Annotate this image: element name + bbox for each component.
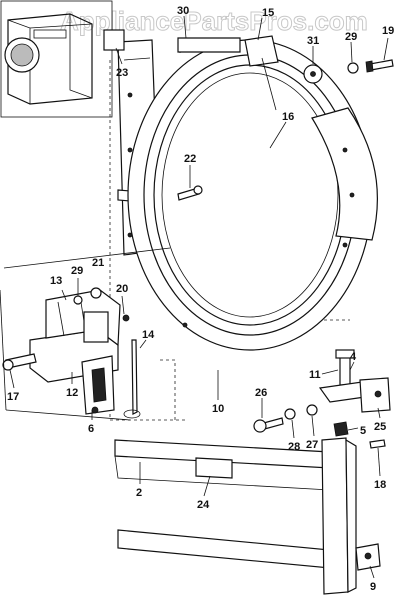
callout-25: 25	[374, 421, 386, 433]
callout-26: 26	[255, 387, 267, 399]
door-gasket	[311, 107, 378, 241]
top-trim	[103, 29, 279, 111]
callout-27: 27	[306, 439, 318, 451]
callout-29-top: 29	[345, 31, 357, 43]
callout-23: 23	[116, 67, 128, 79]
callout-15: 15	[262, 7, 274, 19]
rod-14	[123, 339, 141, 419]
callout-28: 28	[288, 441, 300, 453]
callout-29-latch: 29	[71, 265, 83, 277]
callout-31: 31	[307, 35, 319, 47]
callout-18: 18	[374, 479, 386, 491]
lower-frame	[114, 437, 381, 595]
callout-21: 21	[92, 257, 104, 269]
callout-13: 13	[50, 275, 62, 287]
callout-4: 4	[350, 351, 357, 363]
door-ring	[127, 39, 373, 351]
callout-17: 17	[7, 391, 19, 403]
screw-22	[177, 185, 203, 201]
callout-5: 5	[360, 425, 366, 437]
callout-16: 16	[282, 111, 294, 123]
callout-12: 12	[66, 387, 78, 399]
callout-11: 11	[309, 369, 321, 381]
callout-6: 6	[88, 423, 94, 435]
callout-14: 14	[142, 329, 155, 341]
callout-9: 9	[370, 581, 376, 593]
latch-assembly	[0, 247, 171, 421]
callout-10: 10	[212, 403, 224, 415]
leader-lines	[9, 15, 389, 579]
strike-hardware	[253, 349, 391, 449]
callout-30: 30	[177, 5, 189, 17]
callout-24: 24	[197, 499, 210, 511]
callout-19: 19	[382, 25, 394, 37]
callout-labels: 30 15 23 31 29 19 16 22 21 13 29 20 14 1…	[7, 5, 394, 593]
callout-20: 20	[116, 283, 128, 295]
appliance-thumbnail	[0, 0, 113, 118]
callout-22: 22	[184, 153, 196, 165]
callout-2: 2	[136, 487, 142, 499]
top-right-hardware	[303, 59, 394, 84]
